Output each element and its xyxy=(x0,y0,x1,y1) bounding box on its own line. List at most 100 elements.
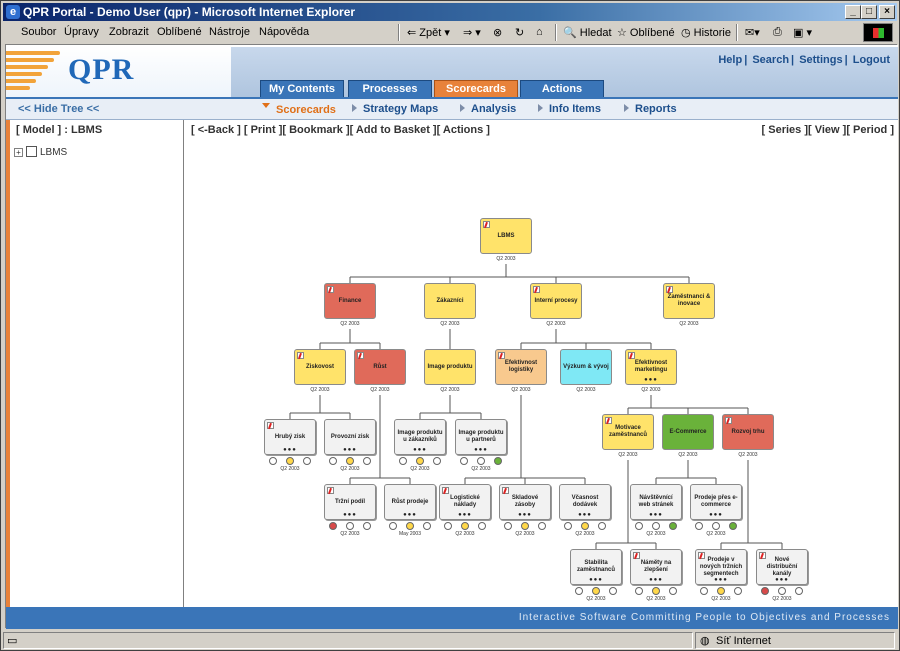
edit-icon[interactable]: ▣ ▾ xyxy=(793,27,812,39)
hide-tree-link[interactable]: << Hide Tree << xyxy=(18,103,100,115)
scorecard-node[interactable]: E-Commerce xyxy=(662,414,714,450)
scorecard-node[interactable]: Image produktu u zákazníků●●● xyxy=(394,419,446,455)
maximize-button[interactable]: □ xyxy=(861,5,877,19)
ellipsis-icon: ●●● xyxy=(649,577,663,583)
traffic-light-icon xyxy=(329,522,337,530)
flag-icon xyxy=(725,417,732,424)
logout-link[interactable]: Logout xyxy=(852,54,890,66)
node-label: Včasnost dodávek xyxy=(571,495,599,508)
home-icon[interactable]: ⌂ xyxy=(536,26,543,38)
subnav-label: Info Items xyxy=(549,103,601,115)
scorecard-node[interactable]: Motivace zaměstnanců xyxy=(602,414,654,450)
tree-item-lbms[interactable]: LBMS xyxy=(40,147,68,158)
ellipsis-icon: ●●● xyxy=(589,577,603,583)
traffic-light-icon xyxy=(303,457,311,465)
scorecard-node[interactable]: Image produktu u partnerů●●● xyxy=(455,419,507,455)
stop-icon[interactable]: ⊗ xyxy=(493,27,503,39)
menu-upravy[interactable]: Úpravy xyxy=(64,26,99,38)
settings-link[interactable]: Settings xyxy=(799,54,843,66)
view-bar[interactable]: [ Series ][ View ][ Period ] xyxy=(761,124,894,136)
scorecard-node[interactable]: Image produktu xyxy=(424,349,476,385)
period-label: Q2 2003 xyxy=(370,387,390,393)
forward-button[interactable]: ⇒ ▾ xyxy=(463,27,481,39)
status-text: ▭ xyxy=(3,632,693,649)
period-label: Q2 2003 xyxy=(511,387,531,393)
tab-processes[interactable]: Processes xyxy=(348,80,432,97)
period-label: Q2 2003 xyxy=(586,596,606,602)
traffic-light-icon xyxy=(538,522,546,530)
tab-scorecards[interactable]: Scorecards xyxy=(434,80,518,97)
portal-header: QPR Help| Search| Settings| Logout My Co… xyxy=(6,45,898,99)
search-link[interactable]: Search xyxy=(752,54,790,66)
scorecard-node[interactable]: Stabilita zaměstnanců●●● xyxy=(570,549,622,585)
scorecard-node[interactable]: Tržní podíl●●● xyxy=(324,484,376,520)
menu-napoveda[interactable]: Nápověda xyxy=(259,26,310,38)
subnav-strategy-maps[interactable]: Strategy Maps xyxy=(352,103,438,115)
traffic-light-icon xyxy=(652,587,660,595)
subnav-analysis[interactable]: Analysis xyxy=(460,103,516,115)
ellipsis-icon: ●●● xyxy=(283,447,297,453)
refresh-icon[interactable]: ↻ xyxy=(515,27,525,39)
scorecard-node[interactable]: Finance xyxy=(324,283,376,319)
history-label: Historie xyxy=(693,27,731,39)
scorecard-node[interactable]: Interní procesy xyxy=(530,283,582,319)
tab-my-contents[interactable]: My Contents xyxy=(260,80,344,97)
traffic-light-icon xyxy=(635,587,643,595)
scorecard-node[interactable]: Růst prodeje●●● xyxy=(384,484,436,520)
subnav-reports[interactable]: Reports xyxy=(624,103,677,115)
scorecard-node[interactable]: Provozní zisk●●● xyxy=(324,419,376,455)
scorecard-node[interactable]: Výzkum & vývoj xyxy=(560,349,612,385)
node-label: Zákazníci xyxy=(436,297,464,304)
favorites-button[interactable]: ☆ Oblíbené xyxy=(617,27,675,39)
flag-icon xyxy=(759,552,766,559)
scorecard-node[interactable]: Zákazníci xyxy=(424,283,476,319)
scorecard-node[interactable]: Logistické náklady●●● xyxy=(439,484,491,520)
scorecard-node[interactable]: Hrubý zisk●●● xyxy=(264,419,316,455)
scorecard-node[interactable]: Nové distribuční kanály●●● xyxy=(756,549,808,585)
menu-zobrazit[interactable]: Zobrazit xyxy=(109,26,149,38)
menu-oblibene[interactable]: Oblíbené xyxy=(157,26,202,38)
ellipsis-icon: ●●● xyxy=(649,512,663,518)
print-icon[interactable]: ⎙ xyxy=(773,26,782,38)
tab-actions[interactable]: Actions xyxy=(520,80,604,97)
traffic-light-icon xyxy=(399,457,407,465)
scorecard-node[interactable]: Náměty na zlepšení●●● xyxy=(630,549,682,585)
search-button[interactable]: 🔍 Hledat xyxy=(563,27,612,39)
traffic-light-icon xyxy=(460,457,468,465)
node-label: LBMS xyxy=(497,232,515,239)
minimize-button[interactable]: _ xyxy=(845,5,861,19)
scorecard-node[interactable]: Růst xyxy=(354,349,406,385)
scorecard-node[interactable]: Rozvoj trhu xyxy=(722,414,774,450)
menu-soubor[interactable]: Soubor xyxy=(21,26,57,38)
expand-icon[interactable]: + xyxy=(14,148,23,157)
scorecard-node[interactable]: Zaměstnanci & inovace xyxy=(663,283,715,319)
help-link[interactable]: Help xyxy=(718,54,743,66)
ellipsis-icon: ●●● xyxy=(709,512,723,518)
scorecard-node[interactable]: Včasnost dodávek●●● xyxy=(559,484,611,520)
scorecard-node[interactable]: Návštěvnící web stránek●●● xyxy=(630,484,682,520)
scorecard-node[interactable]: Efektivnost logistiky xyxy=(495,349,547,385)
scorecard-tree-lines xyxy=(289,264,783,549)
action-bar[interactable]: [ <-Back ] [ Print ][ Bookmark ][ Add to… xyxy=(191,124,490,136)
mail-icon[interactable]: ✉▾ xyxy=(745,27,760,39)
period-label: Q2 2003 xyxy=(618,452,638,458)
scorecard-node[interactable]: Ziskovost xyxy=(294,349,346,385)
history-button[interactable]: ◷ Historie xyxy=(681,27,731,39)
scorecard-node[interactable]: Prodeje v nových tržních segmentech●●● xyxy=(695,549,747,585)
traffic-light-icon xyxy=(478,522,486,530)
scorecard-node[interactable]: Prodeje přes e-commerce●●● xyxy=(690,484,742,520)
favorites-label: Oblíbené xyxy=(629,27,675,39)
ellipsis-icon: ●●● xyxy=(644,377,658,383)
subnav-scorecards[interactable]: Scorecards xyxy=(262,103,336,116)
scorecard-node[interactable]: Skladové zásoby●●● xyxy=(499,484,551,520)
close-button[interactable]: × xyxy=(879,5,895,19)
menu-nastroje[interactable]: Nástroje xyxy=(209,26,250,38)
subnav-info-items[interactable]: Info Items xyxy=(538,103,601,115)
period-label: Q2 2003 xyxy=(496,256,516,262)
scorecard-node[interactable]: Efektivnost marketingu●●● xyxy=(625,349,677,385)
separator xyxy=(398,24,400,41)
back-button[interactable]: ⇐ Zpět ▾ xyxy=(407,27,450,39)
scorecard-node[interactable]: LBMS xyxy=(480,218,532,254)
node-label: Růst prodeje xyxy=(391,498,429,505)
period-label: Q2 2003 xyxy=(641,387,661,393)
